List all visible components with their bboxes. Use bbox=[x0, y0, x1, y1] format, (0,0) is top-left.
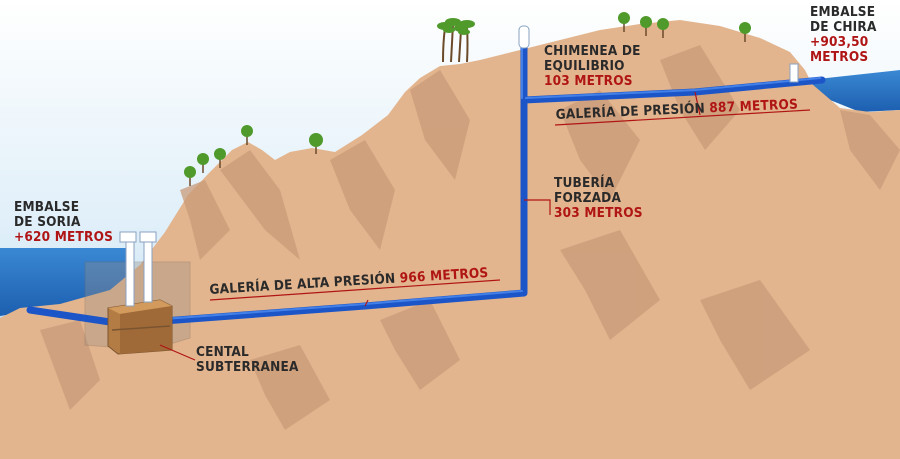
tree-icon bbox=[657, 18, 669, 38]
soria-value: +620 METROS bbox=[14, 229, 114, 245]
rock-shading bbox=[40, 45, 900, 430]
soria-line1: EMBALSE bbox=[14, 199, 80, 215]
chimenea-label: CHIMENEA DE EQUILIBRIO 103 METROS bbox=[544, 44, 641, 89]
central-line1: CENTAL bbox=[196, 344, 249, 360]
palm-tree-icon bbox=[437, 18, 475, 63]
tree-icon bbox=[197, 153, 209, 173]
chira-label: EMBALSE DE CHIRA +903,50 METROS bbox=[810, 5, 877, 65]
central-line2: SUBTERRANEA bbox=[196, 359, 299, 375]
chimenea-line2: EQUILIBRIO bbox=[544, 58, 625, 74]
tree-icon bbox=[309, 133, 323, 154]
leader-lines bbox=[159, 91, 811, 361]
mountain bbox=[0, 20, 900, 459]
chimenea-value: 103 METROS bbox=[544, 73, 633, 89]
chira-line1: EMBALSE bbox=[810, 4, 876, 20]
low-gallery-pipe bbox=[26, 306, 114, 326]
chira-intake bbox=[789, 63, 799, 83]
chimenea-line1: CHIMENEA DE bbox=[544, 43, 641, 59]
chira-value: +903,50 bbox=[810, 34, 869, 50]
tree-icon bbox=[241, 125, 253, 145]
tree-icon bbox=[618, 12, 630, 32]
chira-line2: DE CHIRA bbox=[810, 19, 877, 35]
central-label: CENTAL SUBTERRANEA bbox=[196, 345, 299, 375]
tuberia-label: TUBERÍA FORZADA 303 METROS bbox=[554, 176, 643, 221]
tuberia-line1: TUBERÍA bbox=[554, 175, 615, 191]
chira-unit: METROS bbox=[810, 49, 869, 65]
chimenea-cap bbox=[518, 25, 530, 49]
central-towers bbox=[119, 231, 157, 307]
tree-icon bbox=[739, 22, 751, 42]
tree-icon bbox=[214, 148, 226, 168]
tuberia-value: 303 METROS bbox=[554, 205, 643, 221]
high-pressure-gallery-pipe bbox=[146, 96, 528, 326]
tree-icon bbox=[184, 166, 196, 186]
soria-label: EMBALSE DE SORIA +620 METROS bbox=[14, 200, 113, 245]
soria-line2: DE SORIA bbox=[14, 214, 81, 230]
tree-icon bbox=[640, 16, 652, 36]
tuberia-line2: FORZADA bbox=[554, 190, 622, 206]
trees bbox=[184, 12, 751, 186]
